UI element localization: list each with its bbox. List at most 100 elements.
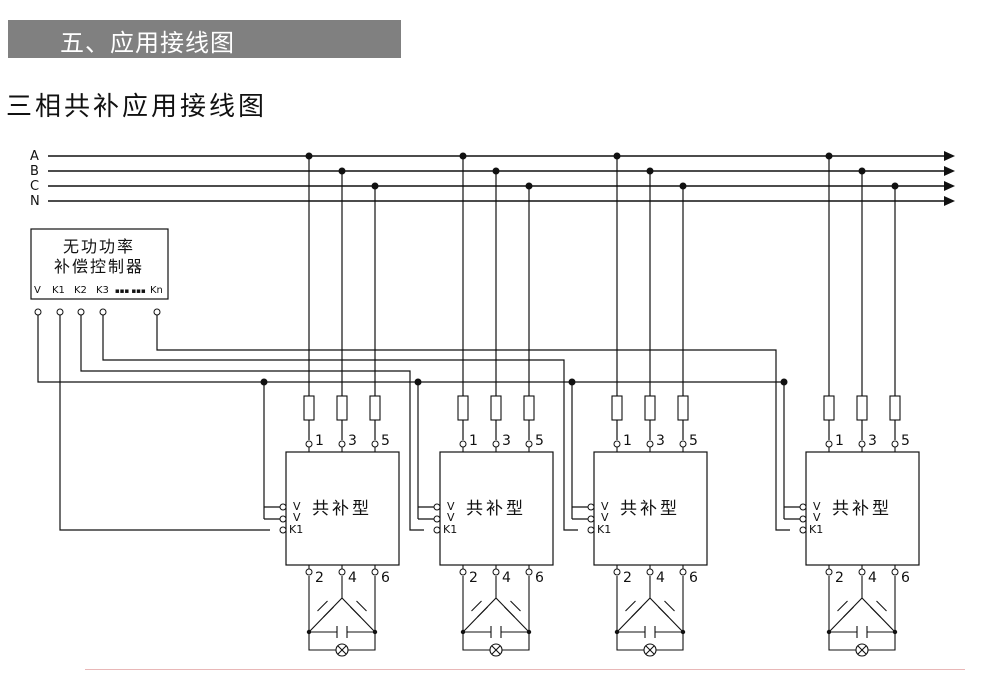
junction-dot [492, 167, 500, 175]
output-terminal-label: 4 [656, 570, 665, 586]
output-terminal [338, 568, 346, 576]
lamp-wire-right [348, 632, 376, 651]
input-terminal [825, 440, 833, 448]
module-box [439, 451, 554, 566]
fuse [644, 395, 656, 421]
fuse [856, 395, 868, 421]
module-type-label: 共补型 [620, 499, 680, 519]
diagram-title: 三相共补应用接线图 [6, 92, 268, 122]
capacitor-delta [308, 576, 376, 657]
wire-k1 [59, 315, 270, 531]
output-terminal-label: 2 [469, 570, 478, 586]
controller-dots: ▪▪▪ ▪▪▪ [115, 287, 146, 295]
junction-dot [825, 152, 833, 160]
controller-term-k3-circle [99, 308, 107, 316]
module-box [593, 451, 708, 566]
module-v-label: V [293, 500, 301, 513]
capacitor-delta [828, 576, 896, 657]
module-v-label: V [813, 500, 821, 513]
output-terminal-label: 4 [502, 570, 511, 586]
arrow-a [944, 151, 955, 161]
input-terminal-label: 1 [315, 433, 324, 449]
v-terminal [279, 503, 287, 511]
input-terminal-label: 1 [623, 433, 632, 449]
controller-box [30, 228, 169, 300]
capacitor-plate [471, 600, 482, 612]
capacitor-plate [870, 606, 881, 618]
v-terminal [799, 503, 807, 511]
module-k1-label: K1 [289, 523, 303, 536]
module-type-label: 共补型 [832, 499, 892, 519]
input-terminal-label: 5 [901, 433, 910, 449]
junction-dot [858, 167, 866, 175]
output-terminal [613, 568, 621, 576]
capacitor-delta [462, 576, 530, 657]
input-terminal-label: 5 [689, 433, 698, 449]
input-terminal [338, 440, 346, 448]
v-terminal [433, 503, 441, 511]
junction-dot [371, 182, 379, 190]
module-box [285, 451, 400, 566]
lamp-wire-right [502, 632, 530, 651]
fuse [889, 395, 901, 421]
controller-term-k1-circle [56, 308, 64, 316]
junction-dot [414, 378, 422, 386]
fuse [457, 395, 469, 421]
k1-terminal [433, 526, 441, 534]
capacitor-plate [504, 606, 515, 618]
v-terminal [587, 515, 595, 523]
lamp-cross [645, 645, 655, 655]
v-terminal [587, 503, 595, 511]
capacitor-plate [356, 600, 367, 612]
controller-term-k2-circle [77, 308, 85, 316]
junction-dot [260, 378, 268, 386]
capacitor-plate [631, 606, 642, 618]
bus-label-a: A [30, 149, 39, 164]
bus-label-n: N [30, 194, 40, 209]
controller-terminals [34, 308, 161, 316]
junction-dot [646, 167, 654, 175]
output-terminal [525, 568, 533, 576]
module-v-label: V [447, 511, 455, 524]
module-type-label: 共补型 [466, 499, 526, 519]
capacitor-plate [317, 600, 328, 612]
output-terminal-label: 2 [623, 570, 632, 586]
k1-terminal [587, 526, 595, 534]
controller-terminal-kn: Kn [150, 285, 163, 296]
controller-terminal-k1: K1 [52, 285, 65, 296]
module-v-label: V [293, 511, 301, 524]
module-k1-label: K1 [443, 523, 457, 536]
junction-dot [525, 182, 533, 190]
arrow-n [944, 196, 955, 206]
output-terminal [459, 568, 467, 576]
module-v-label: V [813, 511, 821, 524]
controller-wires [37, 315, 790, 531]
k1-terminal [279, 526, 287, 534]
capacitor-plate [658, 606, 669, 618]
capacitor-plate [625, 600, 636, 612]
junction-dot [780, 378, 788, 386]
junction-dot [614, 629, 620, 635]
fuse [369, 395, 381, 421]
input-terminal-label: 3 [502, 433, 511, 449]
fuse [611, 395, 623, 421]
output-terminal [492, 568, 500, 576]
controller: 无功功率 补偿控制器 V K1 K2 K3 ▪▪▪ ▪▪▪ Kn [30, 228, 169, 300]
output-terminal-label: 6 [535, 570, 544, 586]
input-terminal-label: 1 [835, 433, 844, 449]
module-type-label: 共补型 [312, 499, 372, 519]
capacitor-delta [616, 576, 684, 657]
v-terminal [433, 515, 441, 523]
controller-term-v-circle [34, 308, 42, 316]
controller-term-kn-circle [153, 308, 161, 316]
input-terminal [613, 440, 621, 448]
output-terminal [305, 568, 313, 576]
lamp-wire-right [868, 632, 896, 651]
module-box [805, 451, 920, 566]
output-terminal [371, 568, 379, 576]
lamp-wire-left [462, 632, 490, 651]
input-terminal [305, 440, 313, 448]
output-terminal [679, 568, 687, 576]
